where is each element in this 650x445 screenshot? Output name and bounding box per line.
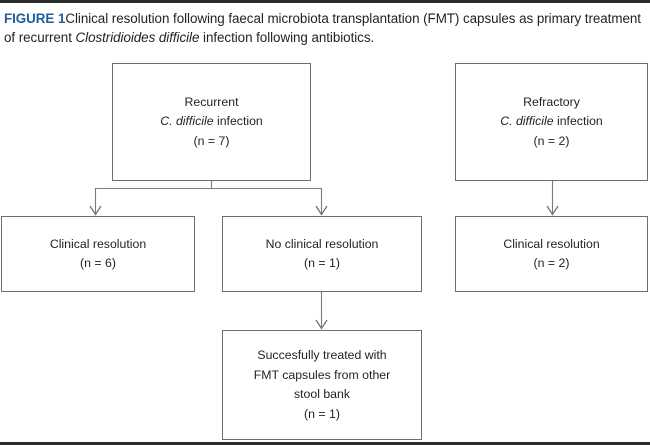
node-no-clinical-resolution-line1: No clinical resolution <box>265 236 379 251</box>
caption-species-italic: Clostridioides difficile <box>75 30 200 45</box>
edge-noresolution-success <box>315 292 328 330</box>
node-recurrent-line2-tail: infection <box>213 114 263 129</box>
node-refractory-line1: Refractory <box>523 94 580 109</box>
node-clinical-resolution-left-text: Clinical resolution (n = 6) <box>50 235 146 274</box>
node-refractory-count: (n = 2) <box>533 133 570 148</box>
node-clinical-resolution-left: Clinical resolution (n = 6) <box>1 216 195 292</box>
node-clinical-resolution-right-text: Clinical resolution (n = 2) <box>503 235 599 274</box>
node-recurrent-infection: Recurrent C. difficile infection (n = 7) <box>112 63 311 181</box>
node-recurrent-species: C. difficile <box>160 114 214 129</box>
node-recurrent-text: Recurrent C. difficile infection (n = 7) <box>160 93 263 152</box>
node-successfully-treated-line2: FMT capsules from other <box>253 367 391 382</box>
top-rule <box>0 0 650 3</box>
caption-text-part1: Clinical resolution following faecal mic… <box>4 11 641 45</box>
node-no-clinical-resolution-count: (n = 1) <box>304 256 340 270</box>
node-clinical-resolution-left-count: (n = 6) <box>80 256 116 270</box>
node-clinical-resolution-right-count: (n = 2) <box>533 256 570 270</box>
node-clinical-resolution-right: Clinical resolution (n = 2) <box>455 216 648 292</box>
node-successfully-treated-text: Succesfully treated with FMT capsules fr… <box>254 346 390 424</box>
node-successfully-treated: Succesfully treated with FMT capsules fr… <box>222 330 422 440</box>
node-successfully-treated-line1: Succesfully treated with <box>257 348 387 362</box>
node-clinical-resolution-right-line1: Clinical resolution <box>503 236 600 251</box>
node-refractory-line2: C. difficile infection <box>500 112 603 132</box>
node-recurrent-line2: C. difficile infection <box>160 112 263 132</box>
node-no-clinical-resolution-text: No clinical resolution (n = 1) <box>266 235 379 274</box>
node-refractory-line2-tail: infection <box>553 114 603 129</box>
caption-text-part2: infection following antibiotics. <box>199 30 375 45</box>
node-clinical-resolution-left-line1: Clinical resolution <box>49 236 147 251</box>
node-successfully-treated-count: (n = 1) <box>304 406 340 421</box>
node-refractory-species: C. difficile <box>500 114 554 129</box>
figure-caption: FIGURE 1Clinical resolution following fa… <box>4 9 646 47</box>
node-recurrent-count: (n = 7) <box>193 133 230 148</box>
bottom-rule <box>0 442 650 445</box>
edge-refractory-resolution <box>546 181 559 216</box>
node-recurrent-line1: Recurrent <box>184 94 239 109</box>
figure-label: FIGURE 1 <box>4 11 66 26</box>
node-refractory-infection: Refractory C. difficile infection (n = 2… <box>455 63 648 181</box>
node-refractory-text: Refractory C. difficile infection (n = 2… <box>500 93 603 152</box>
node-successfully-treated-line3: stool bank <box>293 387 351 401</box>
edge-recurrent-split <box>89 181 328 216</box>
node-no-clinical-resolution: No clinical resolution (n = 1) <box>222 216 422 292</box>
